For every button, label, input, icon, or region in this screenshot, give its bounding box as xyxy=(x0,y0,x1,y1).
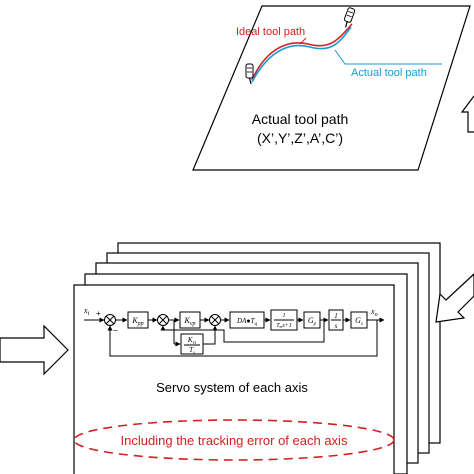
right-arrow-partial xyxy=(460,95,474,133)
motor-tf-denominator: Tms+1 xyxy=(276,323,292,329)
ideal-tool-path-label: Ideal tool path xyxy=(236,26,305,38)
actual-tool-path-coords: (X’,Y’,Z’,A’,C’) xyxy=(257,130,343,146)
kvi-denominator: Ts xyxy=(189,346,195,356)
motor-tf-numerator: 1 xyxy=(283,313,286,319)
integrator-denominator: s xyxy=(335,322,338,330)
servo-block-diagram: xi + − Kpp Kvp Kvi Ts DA● xyxy=(83,306,385,357)
ideal-label-leader xyxy=(299,37,307,45)
sum1-plus-sign: + xyxy=(96,309,101,318)
actual-tool-path-label: Actual tool path xyxy=(351,67,427,79)
kpp-label: Kpp xyxy=(131,316,143,327)
kvi-numerator: Kvi xyxy=(187,336,197,346)
top-panel: Ideal tool path Actual tool path Actual … xyxy=(192,5,471,171)
gs-label: Gs xyxy=(355,316,363,327)
tracking-error-ellipse xyxy=(73,419,395,461)
tracking-error-text: Including the tracking error of each axi… xyxy=(121,433,348,448)
plane-shape xyxy=(192,5,471,171)
input-hollow-arrow xyxy=(0,324,69,376)
return-arrow-partial xyxy=(435,273,474,323)
servo-caption: Servo system of each axis xyxy=(156,380,308,395)
tool-icon-start xyxy=(245,63,254,85)
ideal-tool-path-curve xyxy=(251,23,353,81)
kvp-label: Kvp xyxy=(183,316,195,327)
actual-tool-path-caption: Actual tool path xyxy=(252,111,349,127)
input-label: xi xyxy=(83,306,90,317)
sum1-minus-sign: − xyxy=(113,326,118,335)
actual-label-leader xyxy=(334,49,442,65)
integrator-numerator: 1 xyxy=(334,312,338,320)
output-label: xo xyxy=(370,307,378,318)
actual-tool-path-curve xyxy=(251,26,352,83)
da-tq-label: DA●Tq xyxy=(236,317,257,327)
gp-label: Gp xyxy=(308,316,317,327)
servo-card-stack xyxy=(73,242,441,474)
tool-icon-end xyxy=(343,7,356,28)
